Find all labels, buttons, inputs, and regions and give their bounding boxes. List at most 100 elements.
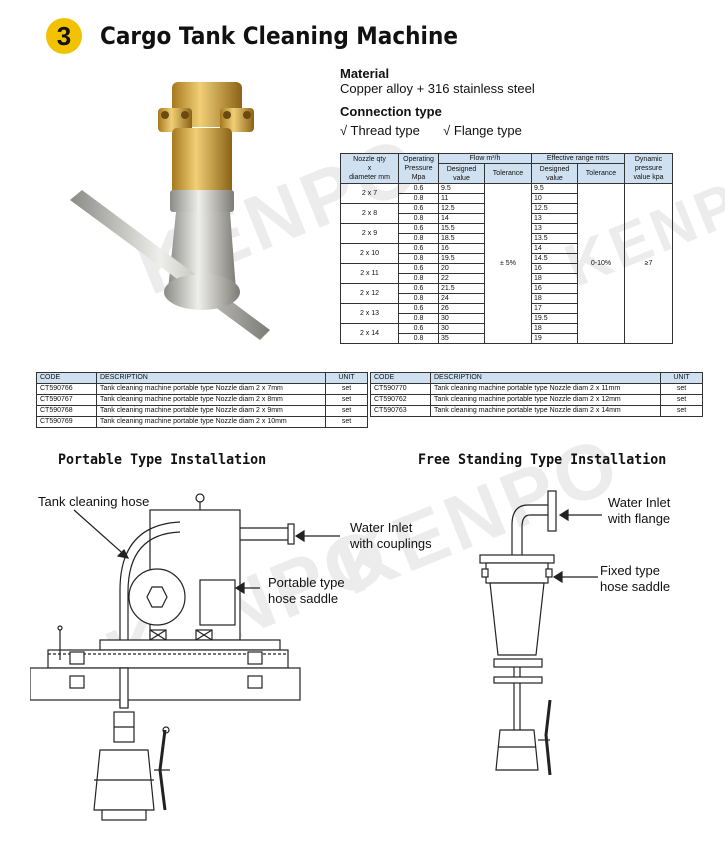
pressure-cell: 0.6 (398, 323, 439, 334)
pressure-cell: 0.8 (398, 293, 439, 304)
range-cell: 12.5 (530, 203, 578, 214)
dynamic-cell: ≥7 (624, 183, 673, 344)
range-cell: 17 (530, 303, 578, 314)
unit-cell: set (325, 383, 368, 395)
unit-cell: set (660, 383, 703, 395)
pressure-cell: 0.6 (398, 243, 439, 254)
nozzle-cell: 2 x 12 (340, 283, 399, 304)
range-cell: 18 (530, 323, 578, 334)
flow-cell: 20 (438, 263, 485, 274)
nozzle-cell: 2 x 11 (340, 263, 399, 284)
pressure-cell: 0.8 (398, 273, 439, 284)
pressure-cell: 0.6 (398, 223, 439, 234)
code-header: CODE (370, 372, 431, 384)
flow-cell: 12.5 (438, 203, 485, 214)
pressure-cell: 0.6 (398, 183, 439, 194)
nozzle-cell: 2 x 8 (340, 203, 399, 224)
range-cell: 16 (530, 263, 578, 274)
flange-type: √ Flange type (443, 123, 522, 138)
nozzle-cell: 2 x 7 (340, 183, 399, 204)
flow-cell: 21.5 (438, 283, 485, 294)
description-cell: Tank cleaning machine portable type Nozz… (96, 405, 326, 417)
range-header: Effective range mtrs (530, 153, 626, 164)
flow-cell: 18.5 (438, 233, 485, 244)
code-header: CODE (36, 372, 97, 384)
nozzle-cell: 2 x 10 (340, 243, 399, 264)
material-value: Copper alloy + 316 stainless steel (340, 81, 535, 96)
flow-cell: 30 (438, 313, 485, 324)
description-cell: Tank cleaning machine portable type Nozz… (430, 383, 661, 395)
range-tolerance-cell: 0-10% (576, 183, 626, 344)
nozzle-cell: 2 x 14 (340, 323, 399, 344)
flow-cell: 24 (438, 293, 485, 304)
range-cell: 19.5 (530, 313, 578, 324)
code-cell: CT590762 (370, 394, 431, 406)
portable-heading: Portable Type Installation (58, 452, 267, 468)
unit-cell: set (660, 405, 703, 417)
code-cell: CT590763 (370, 405, 431, 417)
range-cell: 14 (530, 243, 578, 254)
flow-cell: 19.5 (438, 253, 485, 264)
flow-cell: 11 (438, 193, 485, 204)
code-cell: CT590769 (36, 416, 97, 428)
flow-cell: 35 (438, 333, 485, 344)
connection-block: Connection type √ Thread type √ Flange t… (340, 104, 522, 138)
code-cell: CT590767 (36, 394, 97, 406)
range-cell: 13.5 (530, 233, 578, 244)
desc-header: DESCRIPTION (430, 372, 661, 384)
range-cell: 13 (530, 223, 578, 234)
flow-cell: 14 (438, 213, 485, 224)
pressure-cell: 0.8 (398, 313, 439, 324)
pressure-cell: 0.6 (398, 203, 439, 214)
nozzle-cell: 2 x 13 (340, 303, 399, 324)
range-cell: 16 (530, 283, 578, 294)
flow-header: Flow m³/h (438, 153, 532, 164)
standing-installation-diagram (479, 490, 602, 776)
flow-cell: 26 (438, 303, 485, 314)
pressure-cell: 0.8 (398, 193, 439, 204)
unit-header: UNIT (325, 372, 368, 384)
pressure-cell: 0.8 (398, 213, 439, 224)
section-number-badge: 3 (46, 18, 82, 54)
range-cell: 13 (530, 213, 578, 224)
code-cell: CT590770 (370, 383, 431, 395)
range-cell: 19 (530, 333, 578, 344)
unit-cell: set (325, 405, 368, 417)
standing-heading: Free Standing Type Installation (418, 452, 667, 468)
pressure-cell: 0.6 (398, 303, 439, 314)
thread-type: √ Thread type (340, 123, 420, 138)
flow-cell: 9.5 (438, 183, 485, 194)
unit-header: UNIT (660, 372, 703, 384)
flow-cell: 30 (438, 323, 485, 334)
flow-tolerance-header: Tolerance (483, 163, 532, 184)
desc-header: DESCRIPTION (96, 372, 326, 384)
code-cell: CT590766 (36, 383, 97, 395)
pressure-cell: 0.8 (398, 333, 439, 344)
page-title: Cargo Tank Cleaning Machine (100, 22, 459, 50)
range-cell: 14.5 (530, 253, 578, 264)
range-cell: 18 (530, 273, 578, 284)
range-cell: 9.5 (530, 183, 578, 194)
material-block: Material Copper alloy + 316 stainless st… (340, 66, 535, 96)
tank-cleaning-hose-label: Tank cleaning hose (38, 494, 150, 509)
